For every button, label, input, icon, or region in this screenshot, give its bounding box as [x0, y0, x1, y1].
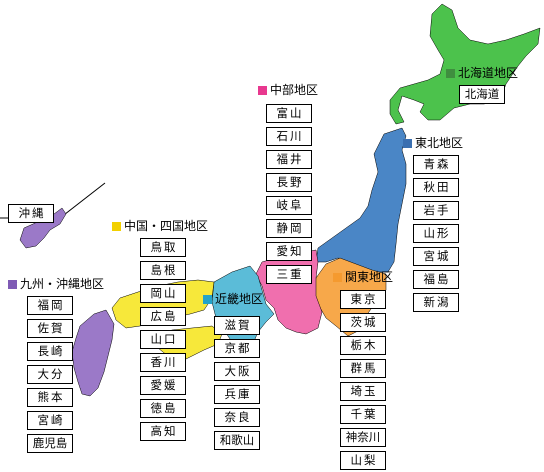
prefecture-box-chubu-4[interactable]: 岐阜: [266, 196, 312, 215]
prefecture-box-kanto-2[interactable]: 栃木: [340, 336, 386, 355]
prefecture-box-kyushu_okinawa-2[interactable]: 長崎: [27, 342, 73, 361]
region-shape-tohoku: [315, 127, 407, 273]
prefecture-box-tohoku-6[interactable]: 新潟: [413, 293, 459, 312]
prefecture-box-chugoku_shikoku-7[interactable]: 徳島: [140, 399, 186, 418]
legend-square-chugoku-shikoku: [112, 221, 121, 231]
region-title-tohoku: 東北地区: [403, 136, 463, 150]
prefecture-box-chubu-3[interactable]: 長野: [266, 173, 312, 192]
region-title-kinki-label: 近畿地区: [215, 292, 264, 306]
legend-square-hokkaido: [446, 68, 455, 78]
prefecture-box-chugoku_shikoku-0[interactable]: 鳥取: [140, 238, 186, 257]
prefecture-box-chubu-7[interactable]: 三重: [266, 265, 312, 284]
prefecture-box-kinki-4[interactable]: 奈良: [214, 408, 260, 427]
legend-square-kinki: [203, 294, 212, 304]
prefecture-box-kinki-5[interactable]: 和歌山: [214, 431, 260, 450]
prefecture-box-tohoku-5[interactable]: 福島: [413, 270, 459, 289]
prefecture-box-kanto-1[interactable]: 茨城: [340, 313, 386, 332]
prefecture-box-kyushu_okinawa-0[interactable]: 福岡: [27, 296, 73, 315]
prefecture-box-tohoku-0[interactable]: 青森: [413, 155, 459, 174]
prefecture-box-chugoku_shikoku-5[interactable]: 香川: [140, 353, 186, 372]
legend-square-chubu: [258, 85, 267, 95]
prefecture-box-chugoku_shikoku-4[interactable]: 山口: [140, 330, 186, 349]
region-title-chubu-label: 中部地区: [270, 83, 319, 97]
region-title-chugoku-shikoku-label: 中国・四国地区: [124, 219, 209, 233]
region-title-hokkaido-label: 北海道地区: [458, 66, 519, 80]
prefecture-box-chubu-0[interactable]: 富山: [266, 104, 312, 123]
region-title-kinki: 近畿地区: [203, 292, 263, 306]
prefecture-box-kanto-6[interactable]: 神奈川: [340, 428, 386, 447]
prefecture-box-hokkaido-0[interactable]: 北海道: [459, 85, 505, 104]
prefecture-box-okinawa_inset-0[interactable]: 沖縄: [8, 204, 54, 223]
prefecture-box-chugoku_shikoku-2[interactable]: 岡山: [140, 284, 186, 303]
prefecture-box-chubu-6[interactable]: 愛知: [266, 242, 312, 261]
region-title-kyushu-okinawa: 九州・沖縄地区: [8, 277, 104, 291]
prefecture-box-chubu-5[interactable]: 静岡: [266, 219, 312, 238]
region-title-chubu: 中部地区: [258, 83, 318, 97]
prefecture-box-kyushu_okinawa-1[interactable]: 佐賀: [27, 319, 73, 338]
prefecture-box-chugoku_shikoku-6[interactable]: 愛媛: [140, 376, 186, 395]
region-shape-hokkaido: [389, 3, 541, 125]
prefecture-box-kyushu_okinawa-3[interactable]: 大分: [27, 365, 73, 384]
prefecture-box-chubu-1[interactable]: 石川: [266, 127, 312, 146]
prefecture-box-kyushu_okinawa-5[interactable]: 宮崎: [27, 411, 73, 430]
legend-square-kanto: [333, 272, 342, 282]
prefecture-box-chubu-2[interactable]: 福井: [266, 150, 312, 169]
region-title-kanto: 関東地区: [333, 270, 393, 284]
prefecture-box-kyushu_okinawa-4[interactable]: 熊本: [27, 388, 73, 407]
prefecture-box-kinki-2[interactable]: 大阪: [214, 362, 260, 381]
region-title-hokkaido: 北海道地区: [446, 66, 518, 80]
prefecture-box-tohoku-3[interactable]: 山形: [413, 224, 459, 243]
prefecture-box-tohoku-2[interactable]: 岩手: [413, 201, 459, 220]
prefecture-box-kinki-1[interactable]: 京都: [214, 339, 260, 358]
prefecture-box-chugoku_shikoku-1[interactable]: 島根: [140, 261, 186, 280]
region-shape-kyushu: [71, 309, 115, 397]
region-title-tohoku-label: 東北地区: [415, 136, 464, 150]
prefecture-box-kanto-7[interactable]: 山梨: [340, 451, 386, 470]
legend-square-kyushu-okinawa: [8, 279, 17, 289]
legend-square-tohoku: [403, 138, 412, 148]
prefecture-box-chugoku_shikoku-8[interactable]: 高知: [140, 422, 186, 441]
prefecture-box-kyushu_okinawa-6[interactable]: 鹿児島: [27, 434, 73, 453]
region-title-kyushu-okinawa-label: 九州・沖縄地区: [20, 277, 105, 291]
region-title-chugoku-shikoku: 中国・四国地区: [112, 219, 208, 233]
prefecture-box-kinki-0[interactable]: 滋賀: [214, 316, 260, 335]
prefecture-box-kanto-0[interactable]: 東京: [340, 290, 386, 309]
prefecture-box-kanto-5[interactable]: 千葉: [340, 405, 386, 424]
prefecture-box-kanto-3[interactable]: 群馬: [340, 359, 386, 378]
prefecture-box-tohoku-1[interactable]: 秋田: [413, 178, 459, 197]
region-title-kanto-label: 関東地区: [345, 270, 394, 284]
prefecture-box-tohoku-4[interactable]: 宮城: [413, 247, 459, 266]
prefecture-box-kinki-3[interactable]: 兵庫: [214, 385, 260, 404]
prefecture-box-kanto-4[interactable]: 埼玉: [340, 382, 386, 401]
prefecture-box-chugoku_shikoku-3[interactable]: 広島: [140, 307, 186, 326]
